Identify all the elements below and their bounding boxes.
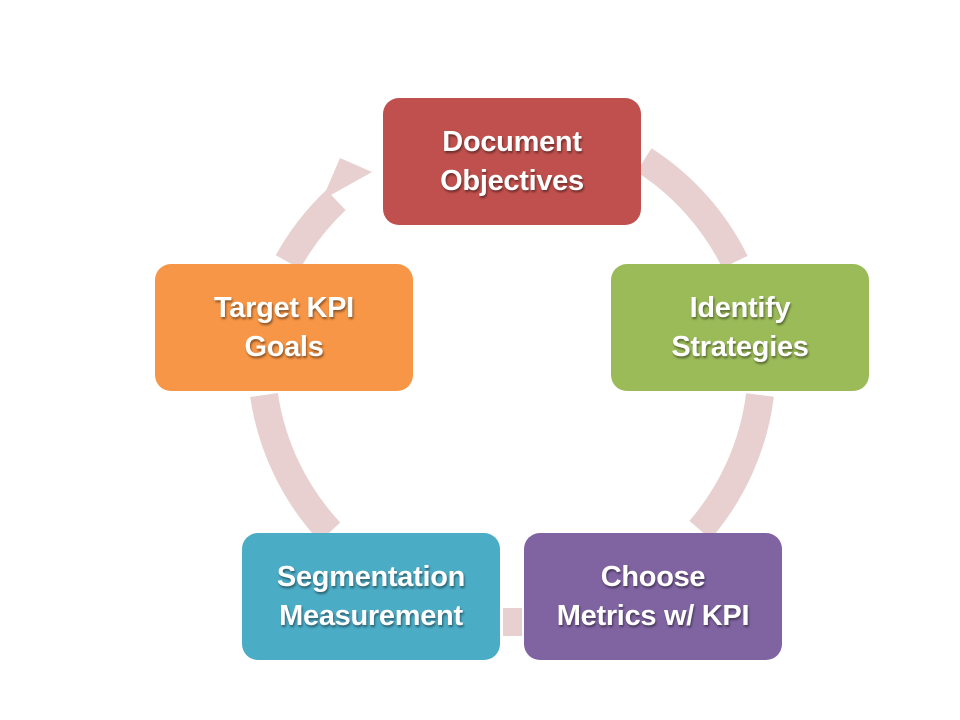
node-target-kpi-goals: Target KPI Goals bbox=[155, 264, 413, 391]
node-target-kpi-goals-label: Target KPI Goals bbox=[214, 291, 354, 363]
node-choose-metrics: Choose Metrics w/ KPI bbox=[524, 533, 782, 660]
cycle-arrowhead bbox=[322, 158, 372, 200]
node-identify-strategies-label: Identify Strategies bbox=[671, 291, 809, 363]
cycle-arc-segmentation-to-target bbox=[250, 392, 341, 542]
node-choose-metrics-label: Choose Metrics w/ KPI bbox=[556, 560, 750, 632]
node-segmentation-measurement: Segmentation Measurement bbox=[242, 533, 500, 660]
cycle-arc-target-to-objectives bbox=[275, 189, 346, 270]
cycle-arc-strategies-to-metrics bbox=[689, 393, 774, 540]
node-document-objectives-label: Document Objectives bbox=[440, 125, 584, 197]
node-document-objectives: Document Objectives bbox=[383, 98, 641, 225]
node-segmentation-measurement-label: Segmentation Measurement bbox=[276, 560, 466, 632]
node-identify-strategies: Identify Strategies bbox=[611, 264, 869, 391]
cycle-arc-objectives-to-strategies bbox=[636, 148, 748, 269]
